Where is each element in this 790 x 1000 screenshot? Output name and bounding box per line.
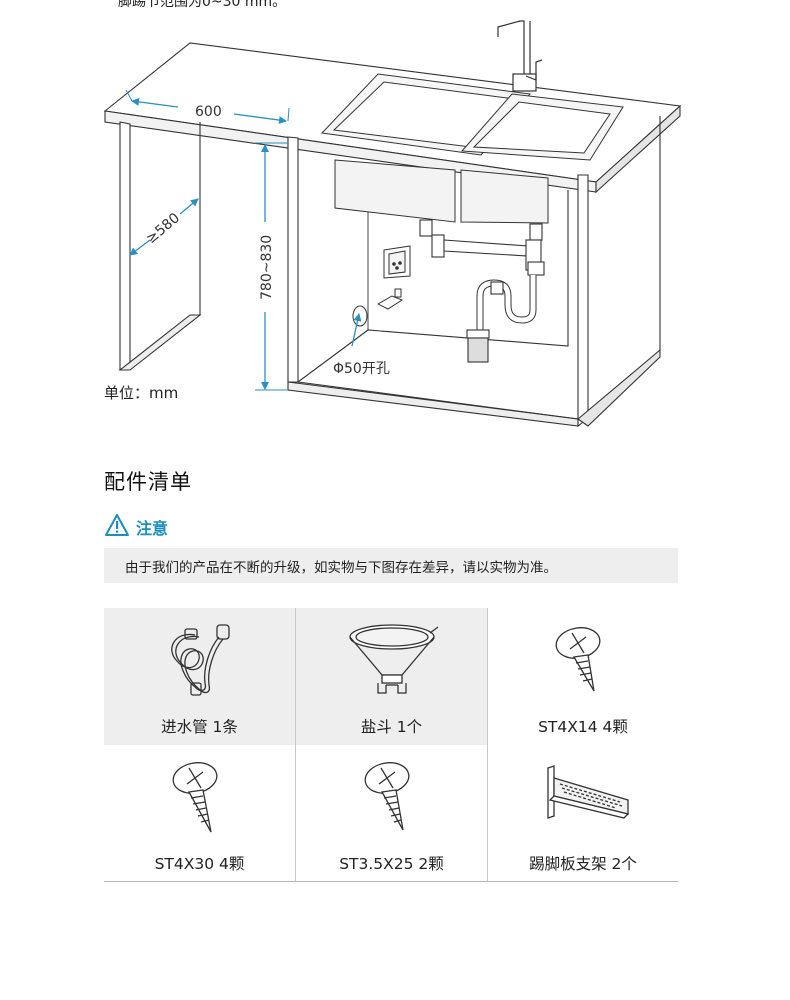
- sink: [320, 73, 624, 161]
- part-label: 盐斗 1个: [360, 718, 423, 736]
- part-item-screw-st4x14: ST4X14 4颗: [487, 608, 678, 745]
- depth-dimension-label: ≥580: [143, 210, 183, 247]
- height-dimension-label: 780~830: [259, 235, 275, 300]
- part-item-screw-st4x30: ST4X30 4颗: [104, 745, 295, 882]
- wall-fittings: [352, 245, 411, 327]
- inlet-hose-icon: [170, 624, 230, 696]
- part-item-salt-funnel: 盐斗 1个: [295, 608, 487, 745]
- hole-dimension-label: Φ50开孔: [333, 361, 390, 377]
- part-item-kickboard-bracket: 踢脚板支架 2个: [487, 745, 678, 882]
- part-label: ST4X14 4颗: [538, 718, 628, 736]
- width-dimension-label: 600: [195, 104, 222, 120]
- part-label: 踢脚板支架 2个: [529, 855, 637, 873]
- sink-cabinet: [287, 116, 661, 428]
- parts-grid: 进水管 1条 盐斗 1个: [104, 608, 678, 882]
- part-label: ST4X30 4颗: [154, 855, 245, 873]
- dimension-lines: [125, 89, 362, 391]
- top-note: 脚踢节范围为0~30 mm。: [118, 0, 287, 10]
- salt-funnel-icon: [348, 624, 438, 694]
- kickboard-bracket-icon: [547, 765, 630, 819]
- notice-text: 由于我们的产品在不断的升级，如实物与下图存在差异，请以实物为准。: [125, 559, 557, 576]
- section-title: 配件清单: [104, 470, 192, 494]
- unit-label: 单位：mm: [104, 384, 179, 402]
- drain-pipes: [419, 219, 545, 363]
- warning-triangle-icon: [104, 513, 130, 541]
- screw-icon: [172, 762, 217, 833]
- screw-icon: [555, 627, 601, 692]
- part-item-inlet-hose: 进水管 1条: [104, 608, 295, 745]
- part-item-screw-st3-5x25: ST3.5X25 2颗: [295, 745, 487, 882]
- cabinet-installation-diagram: 600 ≥580 780~830 Φ50开孔: [103, 20, 682, 428]
- sink-bowls: [334, 159, 549, 224]
- notice-title: 注意: [136, 519, 169, 538]
- screw-icon: [364, 762, 409, 831]
- notice-box: 由于我们的产品在不断的升级，如实物与下图存在差异，请以实物为准。: [104, 548, 678, 583]
- faucet: [497, 20, 543, 92]
- cabinet-left-panel: [118, 121, 202, 371]
- notice-header: 注意: [104, 514, 168, 540]
- part-label: ST3.5X25 2颗: [339, 855, 444, 873]
- part-label: 进水管 1条: [161, 718, 238, 736]
